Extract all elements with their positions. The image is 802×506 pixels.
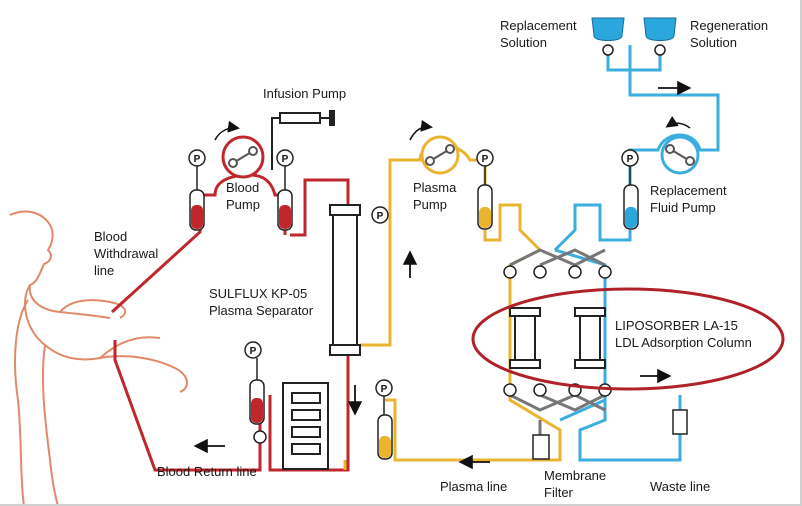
svg-text:P: P — [627, 154, 634, 165]
blood-withdrawal-line-label: Blood — [94, 229, 127, 244]
svg-text:P: P — [377, 211, 384, 222]
membrane-filter — [532, 434, 550, 460]
drip-chamber-withdrawal — [189, 189, 205, 231]
waste-line-label: Waste line — [650, 479, 710, 494]
plasma-separator — [329, 204, 361, 356]
blood-warmer — [282, 382, 329, 470]
pressure-gauge-icon: P — [476, 149, 494, 185]
pressure-gauge-icon: P — [276, 149, 294, 190]
blood-pump — [214, 120, 265, 179]
blood-withdrawal-line-label-2: Withdrawal — [94, 246, 158, 261]
pressure-gauge-icon: P — [188, 149, 206, 190]
pressure-gauges: P P P P P P P — [188, 149, 639, 415]
pressure-gauge-icon: P — [375, 379, 393, 415]
plasma-pump — [409, 119, 460, 175]
right-frame-edge — [800, 0, 802, 506]
infusion-pump-label: Infusion Pump — [263, 86, 346, 101]
drip-chamber-replacement — [623, 184, 639, 230]
adsorption-column-label: LIPOSORBER LA-15 — [615, 318, 738, 333]
blood-pump-label: Blood — [226, 180, 259, 195]
replacement-fluid-pump-label: Replacement — [650, 183, 727, 198]
replacement-fluid-pump — [660, 116, 700, 175]
replacement-circuit — [553, 45, 720, 462]
replacement-solution-bag — [591, 17, 625, 56]
adsorption-column-highlight — [471, 287, 785, 391]
infusion-pump-syringe — [271, 110, 335, 170]
pressure-gauge-icon: P — [621, 149, 639, 185]
replacement-solution-label-2: Solution — [500, 35, 547, 50]
blood-withdrawal-line-label-3: line — [94, 263, 114, 278]
column-bypass-lines — [509, 248, 606, 435]
labels: Replacement Solution Regeneration Soluti… — [94, 18, 768, 500]
regeneration-solution-bag — [643, 17, 677, 56]
regeneration-solution-label-2: Solution — [690, 35, 737, 50]
waste-line-filter — [672, 409, 688, 435]
drip-chamber-plasma — [477, 184, 493, 230]
regeneration-solution-label: Regeneration — [690, 18, 768, 33]
pressure-gauge-icon: P — [371, 206, 389, 224]
plasma-pump-label: Plasma — [413, 180, 457, 195]
plasma-pump-label-2: Pump — [413, 197, 447, 212]
svg-text:P: P — [482, 154, 489, 165]
bottom-frame-edge — [0, 504, 802, 506]
adsorption-column-left — [509, 307, 541, 369]
replacement-solution-label: Replacement — [500, 18, 577, 33]
drip-chamber-plasma-return — [377, 414, 393, 460]
patient-outline — [9, 210, 188, 506]
adsorption-column-right — [574, 307, 606, 369]
drip-chamber-return — [249, 379, 265, 425]
svg-text:P: P — [381, 384, 388, 395]
replacement-fluid-pump-label-2: Fluid Pump — [650, 200, 716, 215]
svg-text:P: P — [250, 346, 257, 357]
flow-arrows — [193, 80, 692, 470]
svg-text:P: P — [282, 154, 289, 165]
drip-chamber-blood-pump — [277, 189, 293, 231]
adsorption-column-label-2: LDL Adsorption Column — [615, 335, 752, 350]
blood-pump-label-2: Pump — [226, 197, 260, 212]
membrane-filter-label: Membrane — [544, 468, 606, 483]
pressure-gauge-icon: P — [244, 341, 262, 380]
plasma-separator-label-2: Plasma Separator — [209, 303, 314, 318]
plasma-separator-label: SULFLUX KP-05 — [209, 286, 307, 301]
blood-return-line-label: Blood Return line — [157, 464, 257, 479]
plasma-line-label: Plasma line — [440, 479, 507, 494]
membrane-filter-label-2: Filter — [544, 485, 574, 500]
svg-text:P: P — [194, 154, 201, 165]
